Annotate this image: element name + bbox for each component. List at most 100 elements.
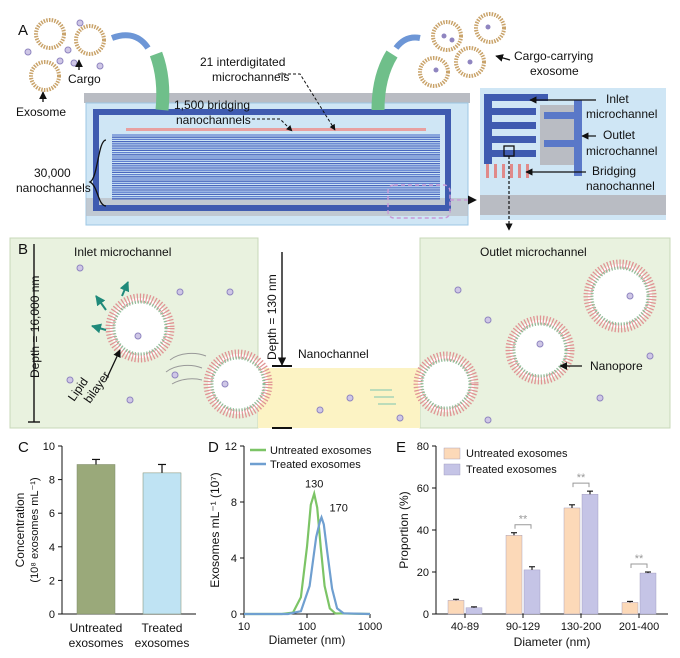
e-significance-bracket	[630, 563, 648, 568]
cargo-icon	[467, 59, 473, 65]
inlet-chamber-label: Inlet microchannel	[74, 245, 171, 259]
e-significance-label: **	[519, 514, 528, 526]
lipid-bilayer-arrow	[105, 349, 121, 381]
flow-lines	[370, 389, 396, 405]
cargo-icon	[433, 67, 439, 73]
bridging-label-1: 1,500 bridging	[174, 98, 250, 112]
nanochannel-region	[258, 368, 420, 428]
d-peak-label: 130	[305, 479, 323, 491]
e-legend-label: Untreated exosomes	[466, 448, 568, 460]
depth-16000-label: Depth = 16,000 nm	[28, 276, 42, 378]
panel-b: B Inlet microchannel Outlet microchannel…	[9, 237, 671, 429]
cargo-icon	[485, 24, 491, 30]
cargo-entry-arrows	[91, 281, 130, 334]
nanochannel-label: Nanochannel	[298, 347, 369, 361]
interdigitated-label-1: 21 interdigitated	[200, 55, 285, 69]
d-series-line	[244, 514, 371, 616]
flow-in-arrow-icon	[110, 32, 151, 50]
bridging-nanochannel-row	[126, 128, 426, 131]
e-bar	[639, 572, 657, 615]
c-y-tick-label: 10	[43, 441, 55, 453]
e-y-tick-label: 80	[417, 441, 429, 453]
e-significance-bracket	[572, 482, 590, 488]
exosome-icon	[74, 24, 106, 56]
c-y-label: Concentration	[13, 493, 27, 568]
lipid-vesicle-outlet-1	[505, 315, 575, 385]
c-category-label: Treated	[142, 621, 183, 635]
e-legend-swatch	[443, 463, 461, 476]
c-category-label: exosomes	[69, 636, 124, 650]
e-bar	[581, 494, 599, 615]
e-x-tick-label: 201-400	[619, 621, 659, 633]
motion-lines	[165, 352, 207, 385]
outlet-label-2: microchannel	[586, 144, 657, 158]
interdigitated-label-2: microchannels	[212, 70, 289, 84]
bridging-nc-label-2: nanochannel	[586, 179, 655, 193]
cargo-icon	[76, 19, 84, 27]
detail-substrate	[480, 195, 666, 215]
c-bar	[76, 464, 116, 615]
inlet-label-2: microchannel	[586, 107, 657, 121]
lipid-vesicle-outlet-2	[583, 259, 657, 333]
outlet-chamber-label: Outlet microchannel	[480, 245, 587, 259]
bridging-nc-label-1: Bridging	[592, 164, 636, 178]
c-category-label: Untreated	[70, 621, 123, 635]
cargo-icon	[449, 37, 455, 43]
exosome-icon	[418, 56, 450, 88]
c-y-tick-label: 2	[49, 575, 55, 587]
panel-e-label: E	[396, 439, 406, 456]
e-significance-bracket	[514, 524, 532, 529]
depth-130-label: Depth = 130 nm	[265, 274, 279, 360]
cargo-icon	[70, 59, 78, 67]
d-peak-label: 170	[330, 502, 348, 514]
lipid-vesicle-exiting	[413, 351, 479, 417]
c-y-label-units: (10⁸ exosomes mL⁻¹)	[29, 477, 41, 582]
e-x-tick-label: 90-129	[506, 621, 540, 633]
chip-top-layer	[84, 93, 470, 103]
exosome-icon	[34, 18, 66, 50]
e-y-label: Proportion (%)	[397, 491, 411, 568]
d-legend-label: Treated exosomes	[270, 459, 361, 471]
e-x-label: Diameter (nm)	[514, 635, 591, 649]
c-y-tick-label: 4	[49, 542, 55, 554]
e-bar	[563, 507, 581, 615]
lipid-vesicle-inlet	[105, 293, 175, 363]
panel-d-label: D	[208, 439, 219, 456]
d-y-label: Exosomes mL⁻¹ (10⁷)	[208, 472, 222, 587]
c-y-tick-label: 6	[49, 508, 55, 520]
e-legend-label: Treated exosomes	[466, 464, 557, 476]
cargo-icon	[24, 48, 32, 56]
c-y-tick-label: 0	[49, 609, 55, 621]
cargo-particles	[66, 264, 654, 424]
e-legend-swatch	[443, 447, 461, 460]
cargo-carrying-label-2: exosome	[530, 64, 579, 78]
e-x-tick-label: 40-89	[451, 621, 479, 633]
inlet-tube-icon	[149, 51, 170, 111]
flow-out-arrow-icon	[393, 34, 421, 50]
d-y-tick-label: 4	[231, 553, 237, 565]
e-bar	[523, 569, 541, 615]
exosome-cluster-left	[24, 18, 106, 92]
e-significance-label: **	[577, 472, 586, 484]
inlet-label-1: Inlet	[606, 92, 629, 106]
cargo-label: Cargo	[68, 72, 101, 86]
e-y-tick-label: 20	[417, 567, 429, 579]
c-y-tick-label: 8	[49, 475, 55, 487]
zoom-region	[387, 184, 451, 219]
e-x-tick-label: 130-200	[561, 621, 601, 633]
lipid-vesicle-entering	[203, 349, 273, 419]
panel-a-label: A	[18, 22, 28, 39]
e-bar	[447, 600, 465, 615]
c-bar	[142, 472, 182, 615]
bridging-label-2: nanochannels	[176, 113, 251, 127]
nanochannels-brace	[88, 139, 107, 207]
outlet-label-1: Outlet	[603, 128, 636, 142]
exosome-icon	[431, 20, 463, 52]
e-bar	[621, 602, 639, 615]
d-y-tick-label: 0	[231, 609, 237, 621]
e-y-tick-label: 60	[417, 483, 429, 495]
e-significance-label: **	[635, 553, 644, 565]
